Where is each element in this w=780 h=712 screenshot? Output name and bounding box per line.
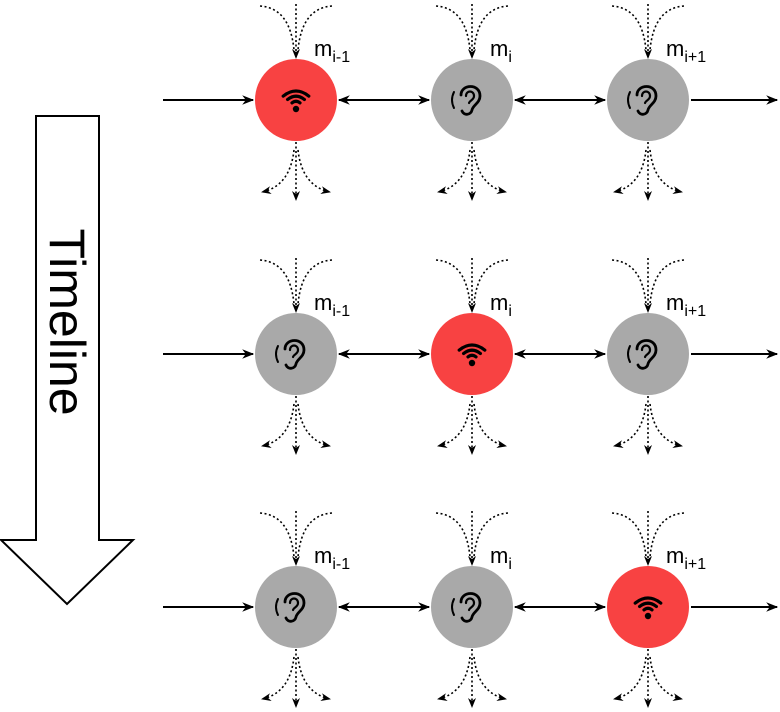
incoming-signal-arrows xyxy=(435,511,509,566)
incoming-signal-arrows xyxy=(435,4,509,59)
node-label: mi-1 xyxy=(314,290,350,320)
node-listener: mi xyxy=(431,4,513,201)
node-label-base: m xyxy=(666,36,684,61)
node-label: mi-1 xyxy=(314,36,350,66)
node-label-base: m xyxy=(666,543,684,568)
node-label: mi xyxy=(490,290,512,320)
outgoing-signal-arrows xyxy=(261,396,331,455)
incoming-signal-arrows xyxy=(611,4,685,59)
incoming-signal-arrows xyxy=(259,4,333,59)
node-label-base: m xyxy=(666,290,684,315)
node-label-base: m xyxy=(314,36,332,61)
node-label-base: m xyxy=(490,543,508,568)
node-label-subscript: i xyxy=(508,556,512,573)
ear-icon xyxy=(451,85,482,116)
wifi-icon xyxy=(633,596,663,620)
ear-icon xyxy=(275,339,306,370)
node-listener: mi-1 xyxy=(255,511,350,708)
incoming-signal-arrows xyxy=(611,258,685,313)
node-listener: mi+1 xyxy=(607,4,706,201)
outgoing-signal-arrows xyxy=(613,649,683,708)
node-label-base: m xyxy=(490,36,508,61)
outgoing-signal-arrows xyxy=(261,142,331,201)
node-transmitter: mi-1 xyxy=(255,4,350,201)
node-listener: mi xyxy=(431,511,513,708)
node-label-base: m xyxy=(314,290,332,315)
node-label-subscript: i+1 xyxy=(684,49,706,66)
node-label: mi+1 xyxy=(666,543,706,573)
node-listener: mi-1 xyxy=(255,258,350,455)
outgoing-signal-arrows xyxy=(437,649,507,708)
node-label: mi-1 xyxy=(314,543,350,573)
incoming-signal-arrows xyxy=(259,258,333,313)
node-label-subscript: i-1 xyxy=(332,303,350,320)
node-label: mi xyxy=(490,543,512,573)
node-label-base: m xyxy=(314,543,332,568)
incoming-signal-arrows xyxy=(435,258,509,313)
ear-icon xyxy=(627,85,658,116)
outgoing-signal-arrows xyxy=(437,142,507,201)
ear-icon xyxy=(451,592,482,623)
node-label-subscript: i-1 xyxy=(332,556,350,573)
ear-icon xyxy=(275,592,306,623)
timeline-arrow: Timeline xyxy=(0,115,136,606)
outgoing-signal-arrows xyxy=(613,396,683,455)
node-label-subscript: i+1 xyxy=(684,303,706,320)
incoming-signal-arrows xyxy=(259,511,333,566)
node-label-subscript: i+1 xyxy=(684,556,706,573)
incoming-signal-arrows xyxy=(611,511,685,566)
outgoing-signal-arrows xyxy=(613,142,683,201)
node-label: mi xyxy=(490,36,512,66)
node-label: mi+1 xyxy=(666,36,706,66)
node-listener: mi+1 xyxy=(607,258,706,455)
node-transmitter: mi xyxy=(431,258,513,455)
outgoing-signal-arrows xyxy=(261,649,331,708)
node-label: mi+1 xyxy=(666,290,706,320)
wifi-icon xyxy=(281,89,311,113)
node-label-base: m xyxy=(490,290,508,315)
node-transmitter: mi+1 xyxy=(607,511,706,708)
node-label-subscript: i-1 xyxy=(332,49,350,66)
node-label-subscript: i xyxy=(508,303,512,320)
ear-icon xyxy=(627,339,658,370)
node-label-subscript: i xyxy=(508,49,512,66)
wifi-icon xyxy=(457,343,487,367)
outgoing-signal-arrows xyxy=(437,396,507,455)
timeline-label: Timeline xyxy=(39,228,95,415)
